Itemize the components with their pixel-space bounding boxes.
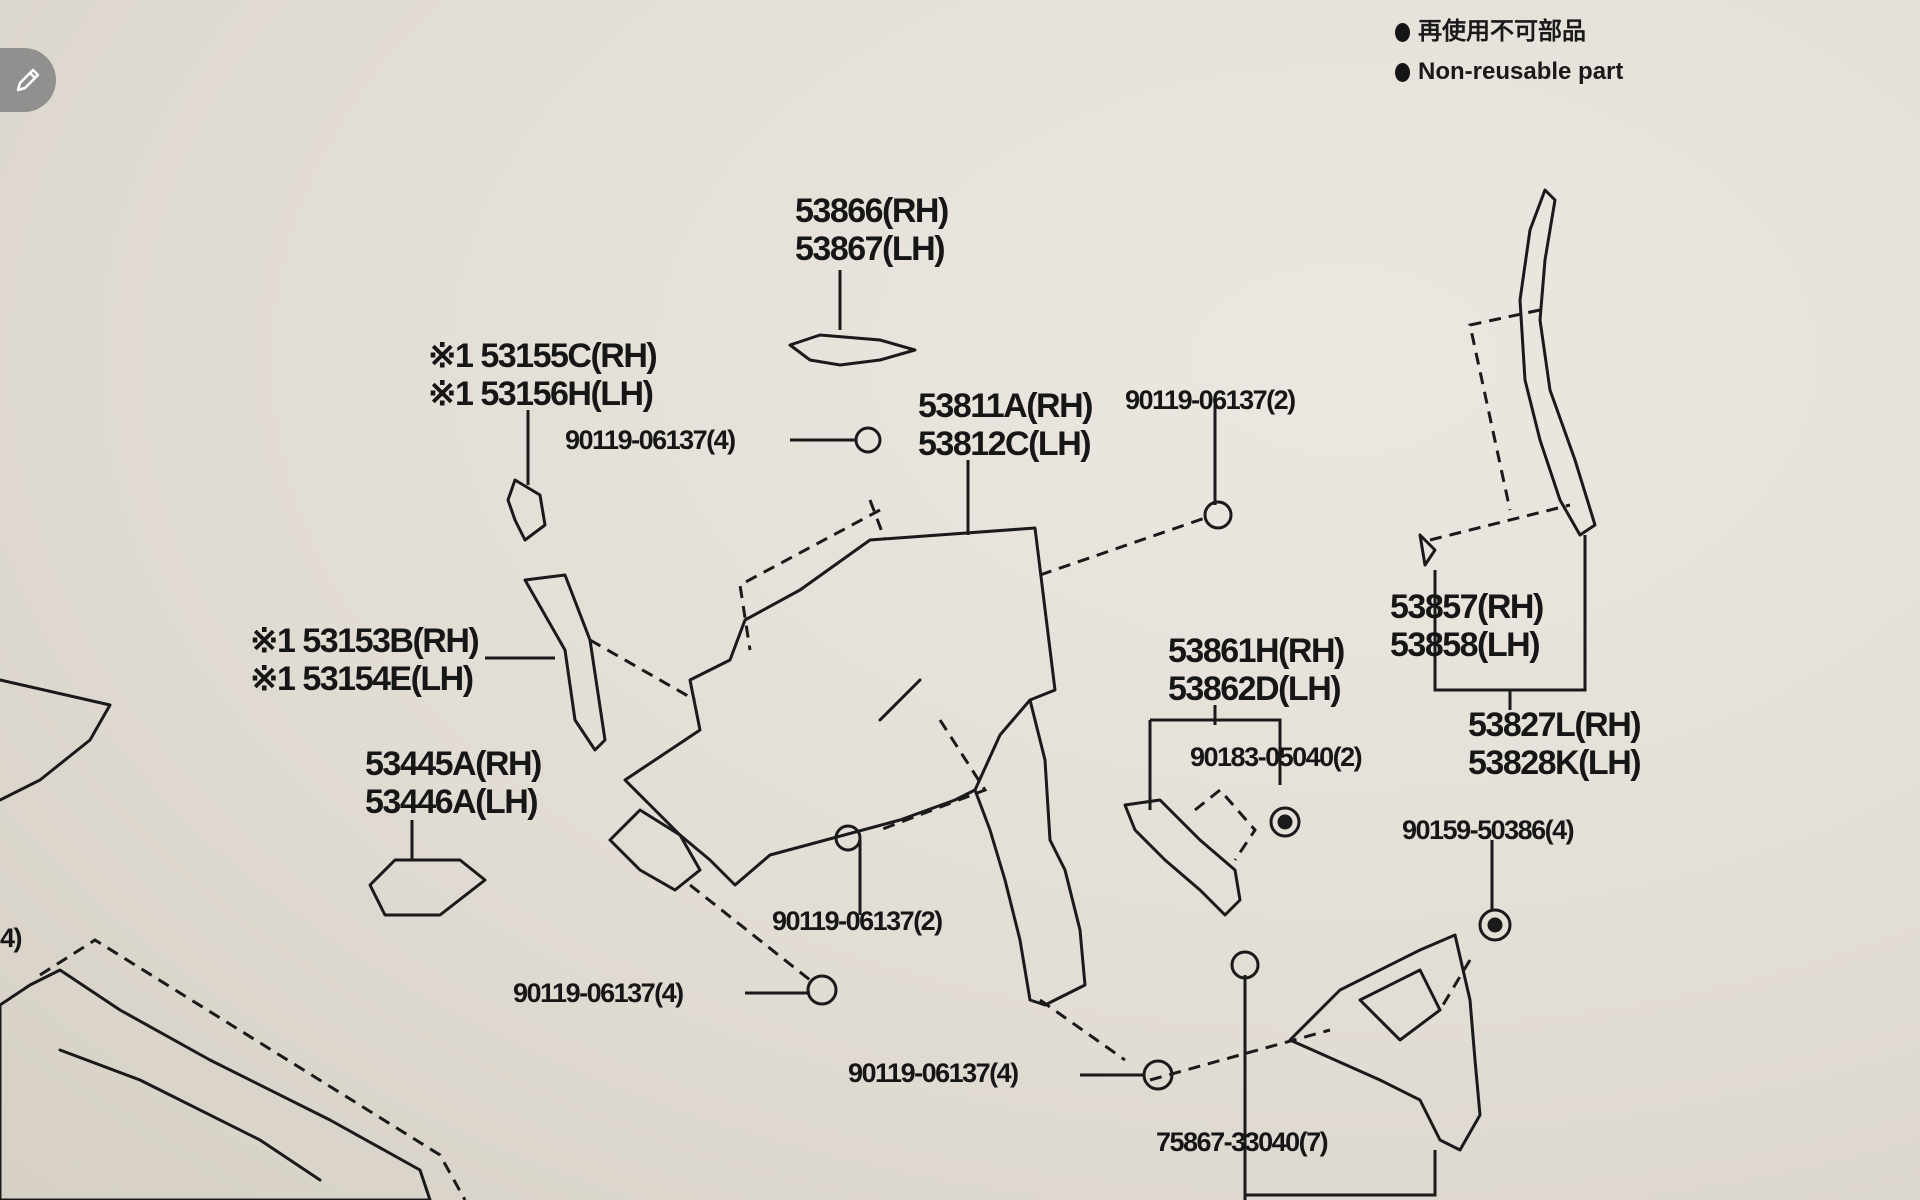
label-53155c: ※1 53155C(RH)※1 53156H(LH) [428,337,658,413]
label-53445a: 53445A(RH)53446A(LH) [365,745,542,821]
label-bolt-90119-d: 90119-06137(4) [513,978,684,1008]
label-bolt-90119-a: 90119-06137(4) [565,425,736,455]
edit-button[interactable] [0,48,56,112]
legend-label-en: Non-reusable part [1418,58,1624,85]
label-bolt-90119-b: 90119-06137(2) [1125,385,1296,415]
label-bolt-90119-e: 90119-06137(4) [848,1058,1019,1088]
label-nut-90183: 90183-05040(2) [1190,742,1363,772]
label-clip-75867: 75867-33040(7) [1156,1127,1329,1157]
label-53857: 53857(RH)53858(LH) [1390,588,1544,664]
legend: 再使用不可部品 Non-reusable part [1395,12,1623,92]
legend-label-ja: 再使用不可部品 [1418,18,1586,45]
label-53153b: ※1 53153B(RH)※1 53154E(LH) [250,622,480,698]
label-53866: 53866(RH)53867(LH) [795,192,949,268]
label-partial-left: 4) [0,923,23,953]
pencil-icon [16,68,40,92]
bullet-icon [1395,22,1410,42]
label-53811a: 53811A(RH)53812C(LH) [918,387,1093,463]
label-53861h: 53861H(RH)53862D(LH) [1168,632,1345,708]
label-bolt-90159: 90159-50386(4) [1402,815,1575,845]
bullet-icon [1395,62,1410,82]
label-bolt-90119-c: 90119-06137(2) [772,906,943,936]
label-53827l: 53827L(RH)53828K(LH) [1468,706,1642,782]
